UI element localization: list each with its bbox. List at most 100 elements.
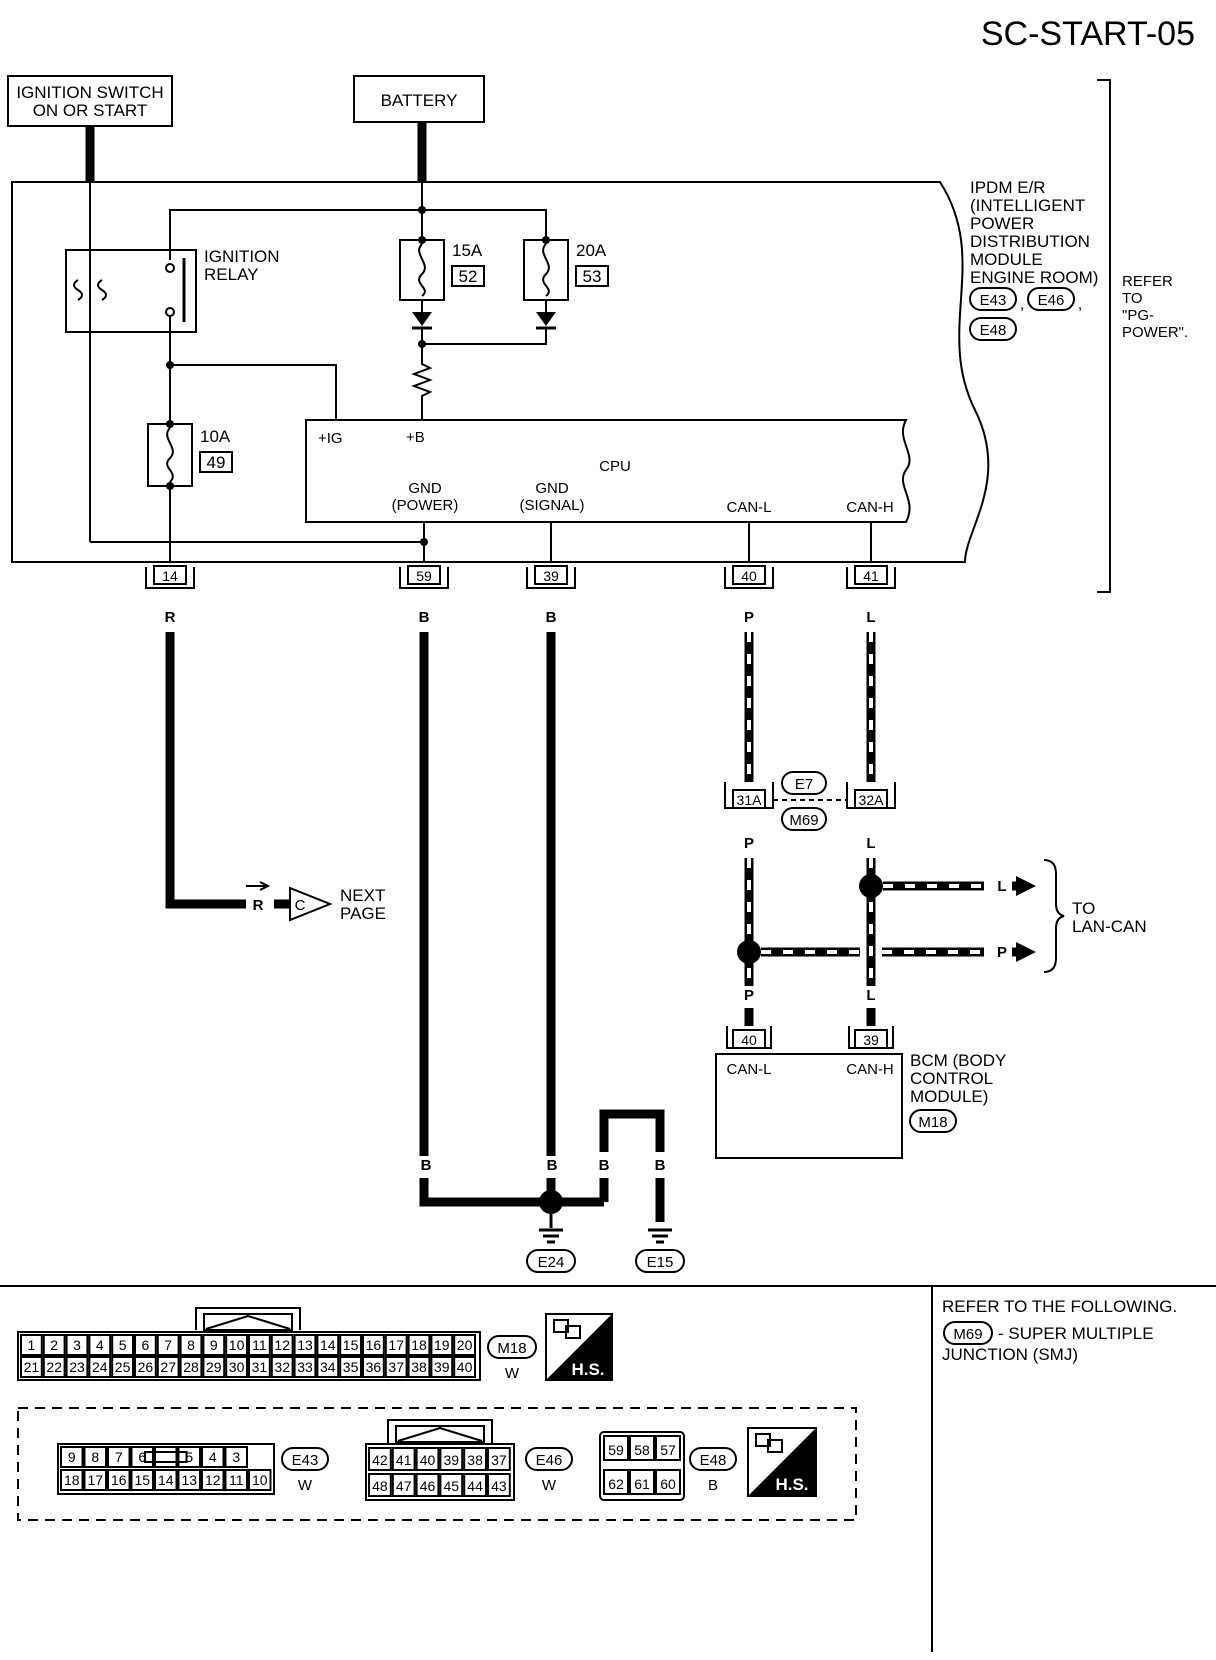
- ignition-relay: IGNITION RELAY: [65, 247, 280, 333]
- wire-r: [165, 632, 246, 909]
- svg-text:20A: 20A: [576, 241, 607, 260]
- e46-pin-cell: [415, 1473, 440, 1497]
- e43-pin-cell: [83, 1446, 107, 1468]
- svg-text:,: ,: [1078, 296, 1082, 313]
- ipdm-label: IPDM E/R (INTELLIGENT POWER DISTRIBUTION…: [970, 178, 1098, 287]
- ground-e24: E24: [526, 1228, 576, 1273]
- svg-text:W: W: [542, 1477, 557, 1494]
- e48-pin-cell: [655, 1469, 681, 1495]
- e43-pin-cell: [60, 1469, 84, 1491]
- m18-pin-number: 36: [366, 1359, 382, 1375]
- svg-text:(INTELLIGENT: (INTELLIGENT: [970, 196, 1085, 215]
- e46-pin-number: 42: [372, 1452, 388, 1468]
- m18-pin-number: 15: [343, 1337, 359, 1353]
- e46-pin-number: 46: [420, 1478, 436, 1494]
- e43-pin-number: 10: [252, 1472, 268, 1488]
- e48-pin-cell: [655, 1435, 681, 1461]
- svg-text:RELAY: RELAY: [204, 265, 259, 284]
- m18-pin-cell: [430, 1334, 454, 1356]
- e43-pin-cell: [154, 1446, 178, 1468]
- m18-pin-cell: [270, 1334, 294, 1356]
- svg-text:CONTROL: CONTROL: [910, 1069, 993, 1088]
- e46-pin-cell: [368, 1447, 392, 1471]
- e48-pin-cell: [603, 1469, 629, 1495]
- e46-pin-cell: [463, 1473, 488, 1497]
- e43-pin-number: 5: [185, 1449, 193, 1465]
- m18-pin-number: 37: [388, 1359, 404, 1375]
- svg-text:10A: 10A: [200, 427, 231, 446]
- e46-pin-cell: [439, 1473, 464, 1497]
- m18-pin-number: 18: [411, 1337, 427, 1353]
- svg-text:M69: M69: [789, 812, 818, 829]
- m18-pin-number: 24: [92, 1359, 108, 1375]
- svg-text:TO: TO: [1072, 899, 1095, 918]
- svg-text:(SIGNAL): (SIGNAL): [519, 497, 584, 514]
- svg-text:B: B: [547, 1157, 558, 1174]
- svg-text:15A: 15A: [452, 241, 483, 260]
- svg-text:M18: M18: [918, 1114, 947, 1131]
- e46-pin-cell: [368, 1473, 392, 1497]
- m18-pin-number: 2: [50, 1337, 58, 1353]
- m18-pin-cell: [384, 1356, 408, 1378]
- e48-pin-number: 59: [608, 1442, 624, 1458]
- svg-text:P: P: [744, 987, 754, 1004]
- svg-text:P: P: [744, 835, 754, 852]
- svg-text:+B: +B: [406, 429, 425, 446]
- refer-following: REFER TO THE FOLLOWING. M69 - SUPER MULT…: [942, 1297, 1177, 1364]
- e48-pin-cell: [629, 1469, 655, 1495]
- svg-text:R: R: [253, 897, 264, 914]
- svg-text:NEXT: NEXT: [340, 886, 385, 905]
- ipdm-connector-ids: E43 , E46 , E48: [969, 287, 1082, 341]
- e48-pin-number: 58: [634, 1442, 650, 1458]
- page-id: SC-START-05: [981, 15, 1195, 53]
- e46-pin-number: 41: [396, 1452, 412, 1468]
- m18-pin-number: 14: [320, 1337, 336, 1353]
- e43-pin-number: 17: [87, 1472, 103, 1488]
- next-page-marker: C NEXT PAGE: [246, 881, 386, 923]
- ipdm-outline: [11, 181, 990, 563]
- e43-pin-number: 4: [209, 1449, 217, 1465]
- ignition-switch-label-1: IGNITION SWITCH: [16, 83, 163, 102]
- m18-pin-cell: [248, 1356, 271, 1378]
- e43-pin-cell: [107, 1469, 131, 1491]
- m18-pin-number: 22: [46, 1359, 62, 1375]
- e46-pin-number: 37: [491, 1452, 507, 1468]
- m18-pin-number: 38: [411, 1359, 427, 1375]
- e43-pin-number: 15: [134, 1472, 150, 1488]
- m18-pin-cell: [179, 1356, 203, 1378]
- svg-text:IPDM E/R: IPDM E/R: [970, 178, 1046, 197]
- to-lan-can: TO LAN-CAN: [1043, 859, 1147, 973]
- wire-color-p1: P: [744, 609, 754, 626]
- ipdm-pin-59: 59: [399, 565, 449, 589]
- m18-pin-cell: [293, 1356, 317, 1378]
- m18-pin-cell: [202, 1334, 226, 1356]
- svg-text:PAGE: PAGE: [340, 904, 386, 923]
- ipdm-pin-41: 41: [846, 565, 896, 589]
- ground-e15: E15: [635, 1228, 685, 1273]
- hs-icon: H.S.: [545, 1313, 613, 1381]
- m18-pin-cell: [339, 1356, 363, 1378]
- e43-pin-number: 12: [205, 1472, 221, 1488]
- e46-pin-number: 39: [444, 1452, 460, 1468]
- e43-pin-cell: [224, 1469, 248, 1491]
- e43-pin-number: 14: [158, 1472, 174, 1488]
- bcm-module: 40 39 CAN-L CAN-H BCM (BODY CONTROL MODU…: [715, 1026, 1006, 1159]
- e43-pin-number: 18: [64, 1472, 80, 1488]
- svg-text:GND: GND: [535, 480, 569, 497]
- svg-text:E7: E7: [795, 776, 813, 793]
- svg-text:E46: E46: [1038, 292, 1065, 309]
- battery-label: BATTERY: [381, 91, 458, 110]
- e48-pin-number: 61: [634, 1476, 650, 1492]
- m18-pin-cell: [134, 1334, 157, 1356]
- svg-text:H.S.: H.S.: [571, 1360, 604, 1379]
- svg-text:CAN-L: CAN-L: [726, 499, 771, 516]
- e46-pin-number: 47: [396, 1478, 412, 1494]
- e43-pin-cell: [177, 1469, 201, 1491]
- m18-pin-number: 20: [457, 1337, 473, 1353]
- svg-text:DISTRIBUTION: DISTRIBUTION: [970, 232, 1090, 251]
- svg-text:39: 39: [543, 568, 559, 584]
- e43-pin-number: 8: [91, 1449, 99, 1465]
- m18-pin-number: 12: [274, 1337, 290, 1353]
